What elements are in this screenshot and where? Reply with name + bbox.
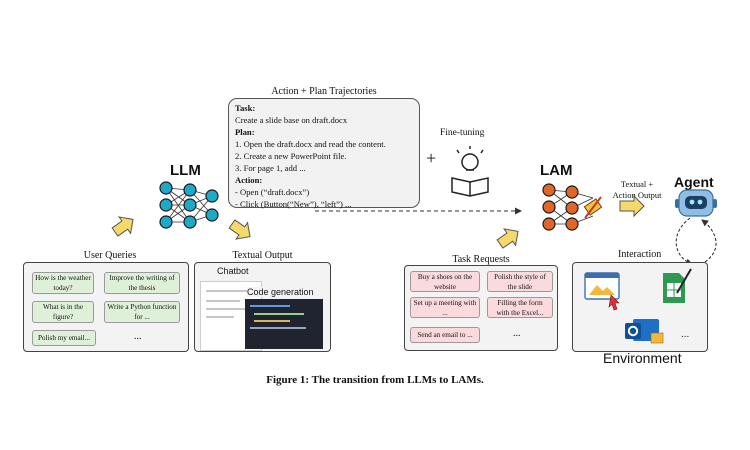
environment-panel: ... — [572, 262, 708, 352]
task-chip: Polish the style of the slide — [487, 271, 553, 292]
action-label: Action: — [235, 175, 263, 185]
action-step: - Click (Button(“New”), “left”) ... — [235, 199, 352, 209]
lam-network-icon — [542, 183, 603, 231]
agent-robot-icon — [675, 189, 717, 217]
queries-title: User Queries — [83, 250, 137, 261]
tasks-title: Task Requests — [452, 254, 510, 265]
task-label: Task: — [235, 103, 256, 113]
lam-to-agent-arrow — [619, 194, 645, 218]
task-chip: Send an email to ... — [410, 327, 480, 343]
lightbulb-book-icon — [451, 146, 489, 197]
plan-step: 2. Create a new PowerPoint file. — [235, 151, 347, 161]
interaction-arrow-up — [701, 219, 717, 263]
agent-output-label: Textual + Action Output — [612, 179, 662, 200]
plan-label: Plan: — [235, 127, 255, 137]
task-text: Create a slide base on draft.docx — [235, 115, 348, 125]
query-to-llm-arrow — [111, 216, 134, 237]
environment-apps: ... — [584, 268, 692, 344]
task-chip: Filling the form with the Excel... — [487, 297, 553, 318]
llm-label: LLM — [170, 162, 201, 179]
environment-label: Environment — [603, 350, 682, 366]
interaction-label: Interaction — [618, 249, 662, 260]
lam-label: LAM — [540, 162, 573, 179]
outlook-app-icon — [625, 319, 664, 344]
plan-box: Task: Create a slide base on draft.docx … — [228, 98, 420, 209]
environment-more: ... — [681, 329, 689, 340]
task-to-lam-arrow — [496, 228, 519, 249]
plan-step: 3. For page 1, add ... — [235, 163, 306, 173]
query-chip: Improve the writing of the thesis — [104, 272, 180, 294]
tasks-panel: Buy a shoes on the website Polish the st… — [404, 265, 558, 351]
code-generation-label: Code generation — [247, 287, 314, 297]
finetune-label: Fine-tuning — [440, 128, 485, 138]
plan-step: 1. Open the draft.docx and read the cont… — [235, 139, 386, 149]
tasks-more: ... — [513, 328, 521, 339]
query-chip: Polish my email... — [32, 330, 96, 346]
plan-title: Action + Plan Trajectories — [271, 86, 377, 97]
task-chip: Set up a meeting with ... — [410, 297, 480, 318]
yellow-arrows — [111, 194, 645, 249]
queries-panel: How is the weather today? Improve the wr… — [23, 262, 189, 352]
spreadsheet-app-icon — [663, 268, 692, 303]
action-step: - Open (“draft.docx”) — [235, 187, 310, 197]
query-chip: How is the weather today? — [32, 272, 94, 294]
llm-network-icon — [159, 181, 219, 229]
figure-caption: Figure 1: The transition from LLMs to LA… — [266, 374, 484, 386]
agent-label: Agent — [674, 174, 714, 190]
queries-more: ... — [134, 331, 142, 342]
interaction-arrow-down — [675, 217, 693, 266]
query-chip: What is in the figure? — [32, 301, 94, 323]
code-screenshot — [245, 299, 323, 349]
textual-panel: Chatbot Code generation — [194, 262, 331, 352]
chatbot-label: Chatbot — [217, 266, 249, 276]
textual-title: Textual Output — [232, 250, 293, 261]
task-chip: Buy a shoes on the website — [410, 271, 480, 292]
llm-to-output-arrow — [228, 219, 251, 240]
image-app-icon — [584, 272, 620, 311]
query-chip: Write a Python function for ... — [104, 301, 180, 323]
plus-sign: + — [426, 148, 437, 168]
